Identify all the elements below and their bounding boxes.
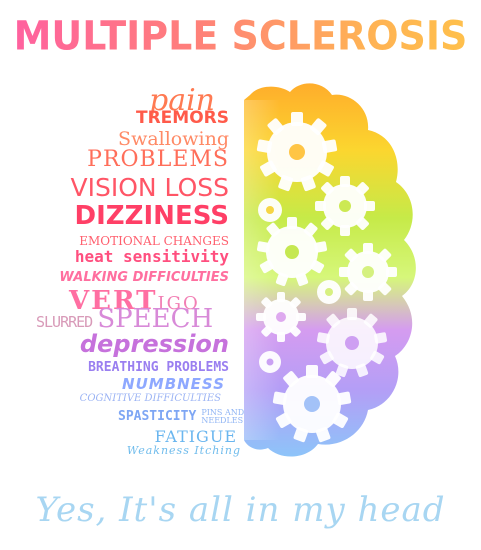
symptom-slurred-speech: SLURRED SPEECH bbox=[36, 306, 213, 332]
symptom-heat-sensitivity: heat sensitivity bbox=[74, 247, 229, 266]
symptom-tremors: TREMORS bbox=[135, 108, 229, 128]
symptom-vertigo-small: IGO bbox=[157, 293, 200, 314]
symptom-pins: PINS AND bbox=[201, 407, 245, 417]
symptom-spasticity: SPASTICITY bbox=[118, 409, 197, 424]
symptom-depression: depression bbox=[79, 330, 229, 358]
symptom-vertigo-large: VERT bbox=[69, 286, 158, 316]
tagline: Yes, It's all in my head bbox=[35, 490, 446, 530]
symptom-pain: pain bbox=[148, 83, 215, 118]
symptom-needles: NEEDLES bbox=[201, 415, 244, 425]
symptom-walking-difficulties: WALKING DIFFICULTIES bbox=[59, 270, 229, 285]
symptom-dizziness: DIZZINESS bbox=[74, 201, 229, 231]
symptom-fatigue: FATIGUE bbox=[154, 427, 237, 446]
symptom-cognitive-difficulties: COGNITIVE DIFFICULTIES bbox=[79, 393, 221, 404]
symptom-vision-loss: VISION LOSS bbox=[70, 173, 230, 202]
poster-title: MULTIPLE SCLEROSIS bbox=[0, 13, 481, 59]
gears-group bbox=[256, 112, 397, 443]
symptom-slurred: SLURRED bbox=[36, 313, 93, 331]
symptom-speech: SPEECH bbox=[97, 304, 214, 334]
symptom-spasticity-pins: SPASTICITY PINS AND NEEDLES bbox=[118, 408, 244, 425]
symptom-problems: PROBLEMS bbox=[87, 147, 229, 172]
symptom-swallowing: Swallowing bbox=[118, 128, 229, 150]
symptom-breathing-problems: BREATHING PROBLEMS bbox=[88, 360, 229, 375]
symptom-weakness-itching: Weakness Itching bbox=[126, 444, 241, 457]
symptom-numbness: NUMBNESS bbox=[122, 375, 225, 393]
symptom-vertigo: VERTIGO bbox=[69, 288, 200, 314]
symptom-emotional-changes: EMOTIONAL CHANGES bbox=[79, 234, 229, 248]
